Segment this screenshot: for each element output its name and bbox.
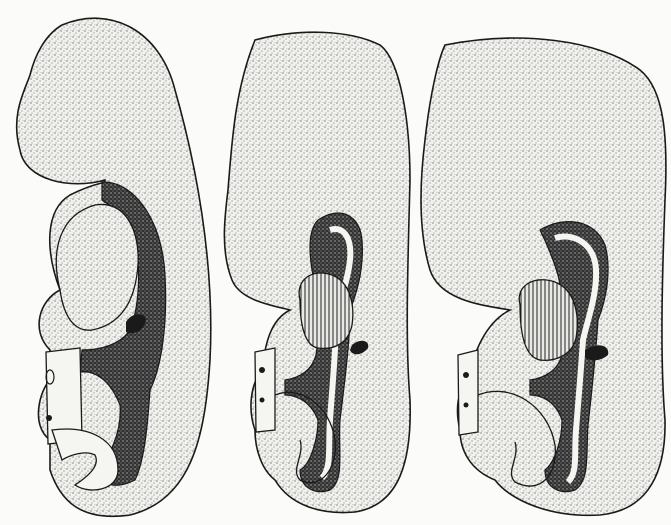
stalk-3 (458, 350, 478, 435)
embryo-panel-2 (224, 32, 410, 512)
stalk-dot-3 (463, 372, 469, 378)
embryo-body-3 (421, 38, 666, 515)
stalk-2 (255, 348, 275, 432)
heart-loop-3 (519, 280, 577, 361)
stalk-dot-1 (46, 415, 52, 421)
embryo-panel-3 (421, 38, 666, 515)
embryo-panel-1 (17, 18, 211, 516)
stalk-dot-3b (464, 403, 469, 408)
heart-loop-2 (299, 273, 353, 348)
stalk-dot-2 (259, 367, 265, 373)
stalk-dot-2b (260, 398, 265, 403)
